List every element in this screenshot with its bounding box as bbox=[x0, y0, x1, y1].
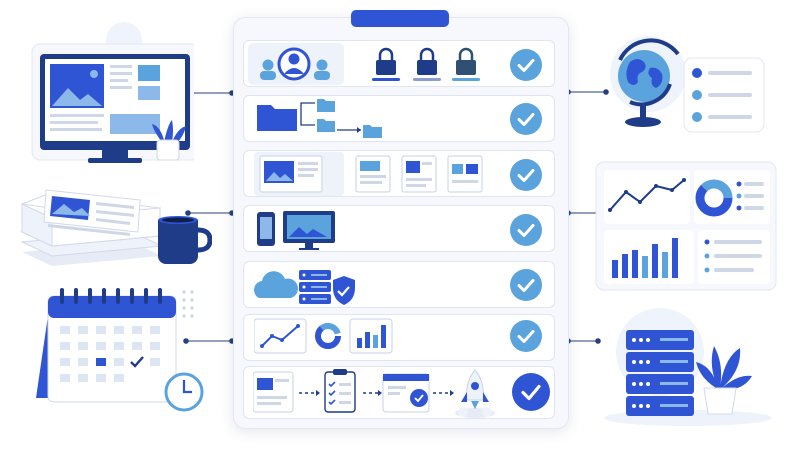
panel-header-tab bbox=[351, 10, 449, 27]
globe-list-illustration bbox=[610, 36, 765, 133]
check-icon-row-5 bbox=[510, 269, 542, 301]
newspaper-stack-illustration bbox=[20, 189, 212, 266]
server-rack-illustration bbox=[604, 308, 772, 426]
responsive-devices-icon bbox=[257, 211, 335, 250]
check-icon-row-1 bbox=[510, 49, 542, 81]
padlock-icons bbox=[372, 47, 480, 81]
check-icon-row-4 bbox=[510, 214, 542, 246]
folder-tree-icon bbox=[257, 99, 382, 138]
analytics-charts-icon bbox=[254, 318, 393, 354]
workflow-launch-icon bbox=[253, 369, 495, 418]
check-icon-row-2 bbox=[510, 103, 542, 135]
analytics-dashboard-illustration bbox=[595, 161, 777, 291]
user-group-icon bbox=[248, 43, 344, 85]
calendar-illustration bbox=[36, 288, 204, 412]
desktop-monitor-illustration bbox=[31, 22, 194, 163]
check-icon-row-6 bbox=[510, 320, 542, 352]
check-icon-row-7 bbox=[512, 373, 550, 411]
webpage-layout-icon bbox=[254, 152, 483, 196]
check-icon-row-3 bbox=[510, 159, 542, 191]
cloud-server-shield-icon bbox=[254, 270, 355, 305]
